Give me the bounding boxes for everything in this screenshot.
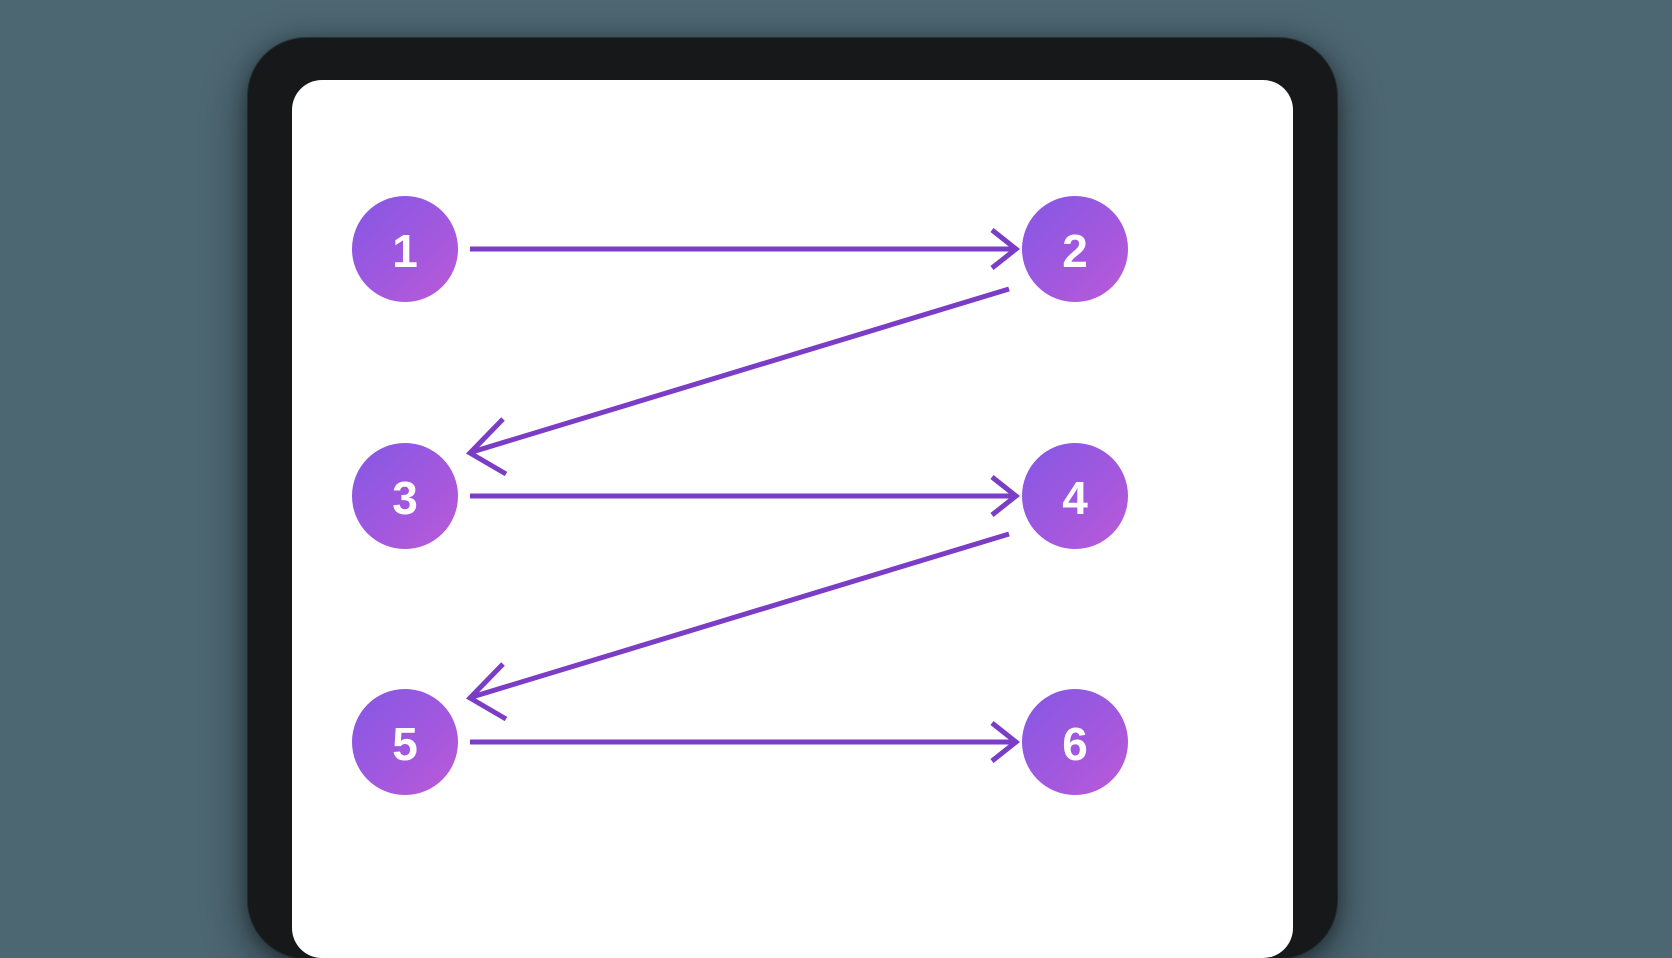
edge-4-to-5[interactable]: [465, 531, 1010, 722]
arrowhead-icon: [465, 662, 508, 722]
node-circle: [352, 443, 458, 549]
node-label: 3: [392, 472, 418, 524]
edges-layer: [465, 228, 1021, 763]
graph-node-4[interactable]: 4: [1022, 443, 1128, 549]
edge-5-to-6[interactable]: [470, 721, 1021, 763]
edge-3-to-4[interactable]: [470, 475, 1021, 517]
arrowhead-icon: [990, 721, 1021, 763]
graph-node-6[interactable]: 6: [1022, 689, 1128, 795]
node-label: 6: [1062, 718, 1088, 770]
node-circle: [352, 196, 458, 302]
arrowhead-icon: [990, 228, 1021, 270]
arrowhead-icon: [990, 475, 1021, 517]
node-circle: [352, 689, 458, 795]
node-label: 5: [392, 718, 418, 770]
diagram-canvas-card: 1 2 3 4: [292, 80, 1293, 958]
graph-node-2[interactable]: 2: [1022, 196, 1128, 302]
device-frame: 1 2 3 4: [248, 38, 1337, 958]
arrowhead-icon: [465, 417, 508, 477]
edge-line: [471, 531, 1010, 700]
nodes-layer: 1 2 3 4: [352, 196, 1128, 795]
node-circle: [1022, 196, 1128, 302]
edge-2-to-3[interactable]: [465, 286, 1010, 477]
node-label: 4: [1062, 472, 1088, 524]
edge-1-to-2[interactable]: [470, 228, 1021, 270]
graph-node-1[interactable]: 1: [352, 196, 458, 302]
graph-diagram: 1 2 3 4: [352, 196, 1128, 795]
node-label: 2: [1062, 225, 1088, 277]
graph-node-5[interactable]: 5: [352, 689, 458, 795]
node-label: 1: [392, 225, 418, 277]
graph-node-3[interactable]: 3: [352, 443, 458, 549]
node-circle: [1022, 689, 1128, 795]
edge-line: [471, 286, 1010, 455]
node-circle: [1022, 443, 1128, 549]
screenshot-stage: 1 2 3 4: [248, 38, 1337, 958]
